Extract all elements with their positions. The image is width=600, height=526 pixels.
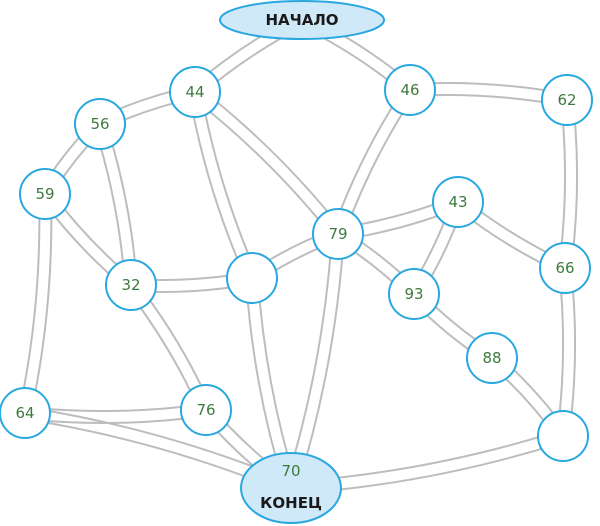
roads — [18, 13, 579, 495]
node-43[interactable]: 43 — [432, 176, 484, 228]
road-line — [188, 92, 248, 281]
node-value: 59 — [35, 185, 54, 203]
node-88[interactable]: 88 — [466, 332, 518, 384]
node-93[interactable]: 93 — [388, 268, 440, 320]
start-node[interactable]: НАЧАЛО — [219, 0, 385, 40]
node-value: 32 — [121, 276, 140, 294]
node-circle — [226, 252, 278, 304]
node-value: 44 — [185, 83, 204, 101]
start-ellipse — [219, 0, 385, 40]
node-76[interactable]: 76 — [180, 384, 232, 436]
node-value: 64 — [15, 404, 34, 422]
node-value: 43 — [448, 193, 467, 211]
node-46[interactable]: 46 — [384, 64, 436, 116]
end-label: КОНЕЦ — [260, 494, 322, 512]
node-value: 93 — [404, 285, 423, 303]
node-value: 79 — [328, 225, 347, 243]
road-line — [295, 234, 345, 491]
road-line — [24, 414, 208, 425]
node-circle — [384, 64, 436, 116]
node-value: 62 — [557, 91, 576, 109]
node-value: 66 — [555, 259, 574, 277]
node-circle — [19, 168, 71, 220]
node-64[interactable]: 64 — [0, 387, 51, 439]
end-ellipse — [240, 452, 342, 524]
node-79[interactable]: 79 — [312, 208, 364, 260]
road-n64-n76[interactable] — [23, 403, 208, 425]
end-node[interactable]: 70 КОНЕЦ — [240, 452, 342, 524]
node-66[interactable]: 66 — [539, 242, 591, 294]
node-value: 56 — [90, 115, 109, 133]
road-line — [23, 403, 207, 413]
road-n79-end[interactable] — [284, 231, 345, 491]
road-n44-n79[interactable] — [189, 86, 344, 240]
node-circle — [539, 242, 591, 294]
node-empty[interactable] — [537, 410, 589, 462]
node-value: 88 — [482, 349, 501, 367]
start-label: НАЧАЛО — [265, 11, 338, 29]
node-56[interactable]: 56 — [74, 98, 126, 150]
road-line — [199, 89, 259, 278]
node-circle — [388, 268, 440, 320]
node-32[interactable]: 32 — [105, 259, 157, 311]
node-circle — [169, 66, 221, 118]
node-59[interactable]: 59 — [19, 168, 71, 220]
node-circle — [466, 332, 518, 384]
node-value: 76 — [196, 401, 215, 419]
road-line — [189, 95, 335, 240]
road-line — [198, 86, 344, 231]
node-empty[interactable] — [226, 252, 278, 304]
node-value: 46 — [400, 81, 419, 99]
node-circle — [74, 98, 126, 150]
node-circle — [537, 410, 589, 462]
node-circle — [0, 387, 51, 439]
node-circle — [541, 74, 593, 126]
node-44[interactable]: 44 — [169, 66, 221, 118]
node-62[interactable]: 62 — [541, 74, 593, 126]
road-n44-nE1[interactable] — [188, 89, 259, 281]
node-circle — [180, 384, 232, 436]
node-circle — [105, 259, 157, 311]
road-line — [29, 193, 53, 415]
road-n59-n64[interactable] — [18, 192, 53, 415]
end-value: 70 — [281, 462, 300, 480]
road-line — [18, 192, 41, 414]
node-circle — [432, 176, 484, 228]
node-circle — [312, 208, 364, 260]
